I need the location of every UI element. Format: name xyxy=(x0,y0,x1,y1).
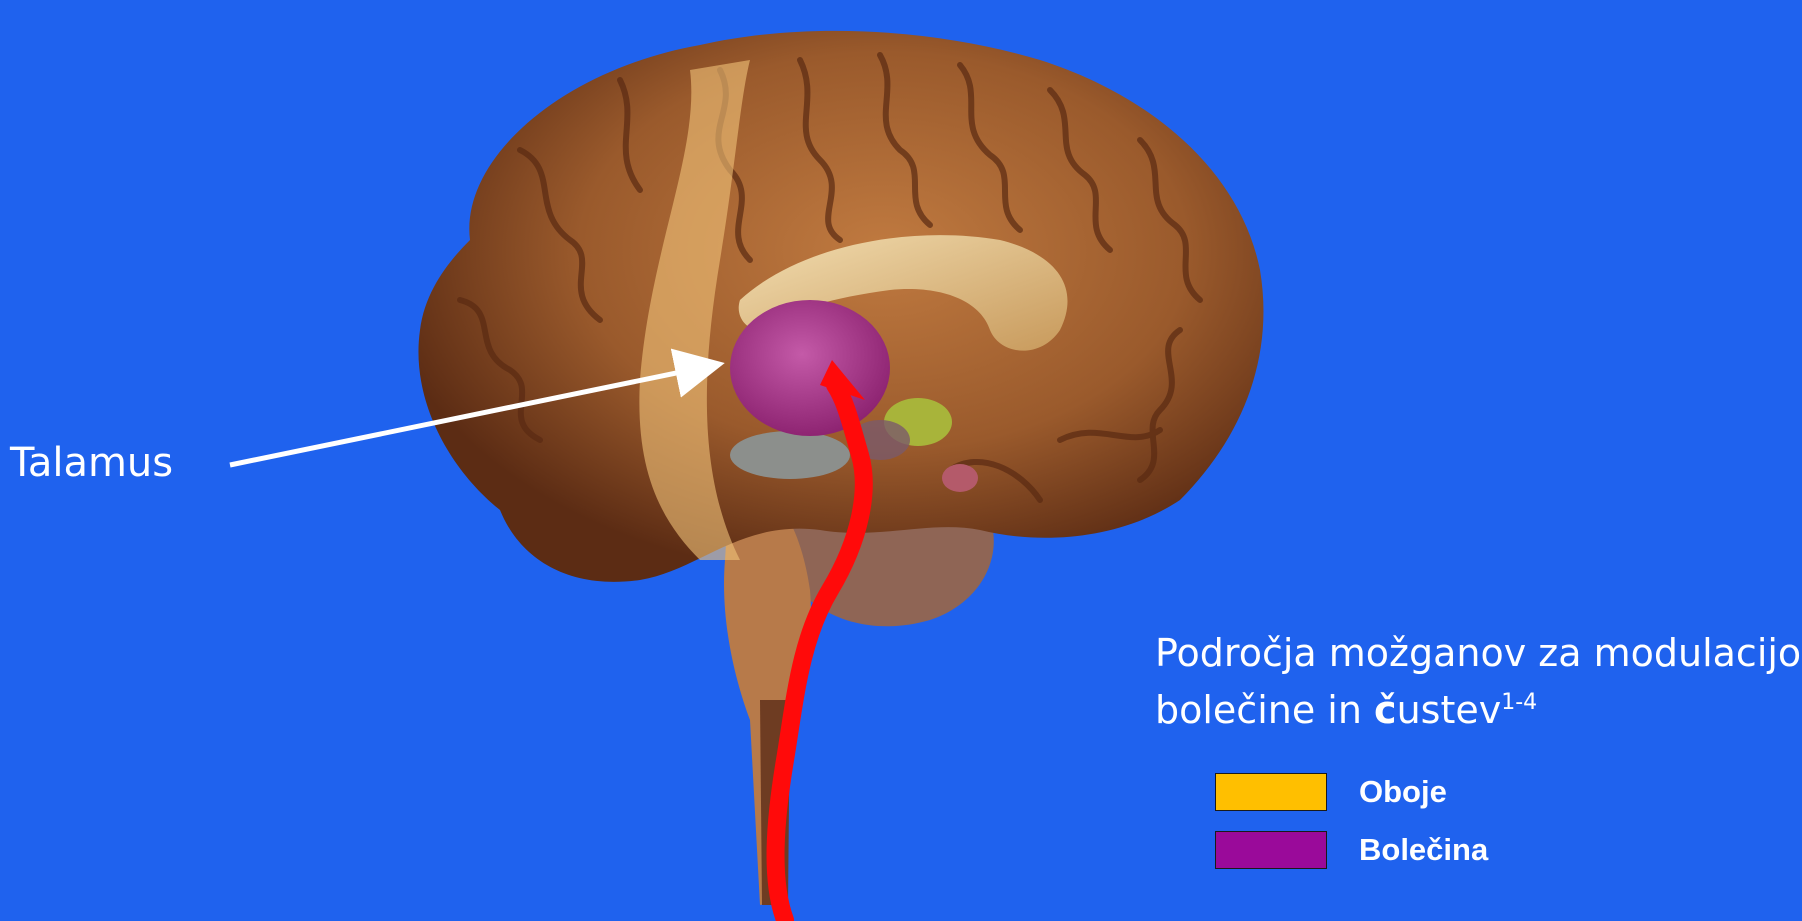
caption-line-1: Področja možganov za modulacijo xyxy=(1155,628,1801,678)
caption-reference: 1-4 xyxy=(1501,690,1537,715)
legend-swatch-bolecina xyxy=(1215,831,1327,869)
caption-bold-letter: č xyxy=(1374,688,1397,732)
caption: Področja možganov za modulacijo bolečine… xyxy=(1155,628,1801,735)
caption-text-post: ustev xyxy=(1397,688,1502,732)
legend-label-oboje: Oboje xyxy=(1359,774,1447,810)
thalamus xyxy=(730,300,890,436)
legend-item-bolecina: Bolečina xyxy=(1215,830,1488,870)
caption-text-pre: bolečine in xyxy=(1155,688,1374,732)
hypothalamus-region xyxy=(730,431,850,479)
caption-line-2: bolečine in čustev1-4 xyxy=(1155,678,1801,735)
talamus-label: Talamus xyxy=(10,440,173,486)
legend-item-oboje: Oboje xyxy=(1215,772,1488,812)
legend-label-bolecina: Bolečina xyxy=(1359,832,1488,868)
pituitary-region xyxy=(942,464,978,492)
legend: Oboje Bolečina xyxy=(1215,772,1488,888)
legend-swatch-oboje xyxy=(1215,773,1327,811)
